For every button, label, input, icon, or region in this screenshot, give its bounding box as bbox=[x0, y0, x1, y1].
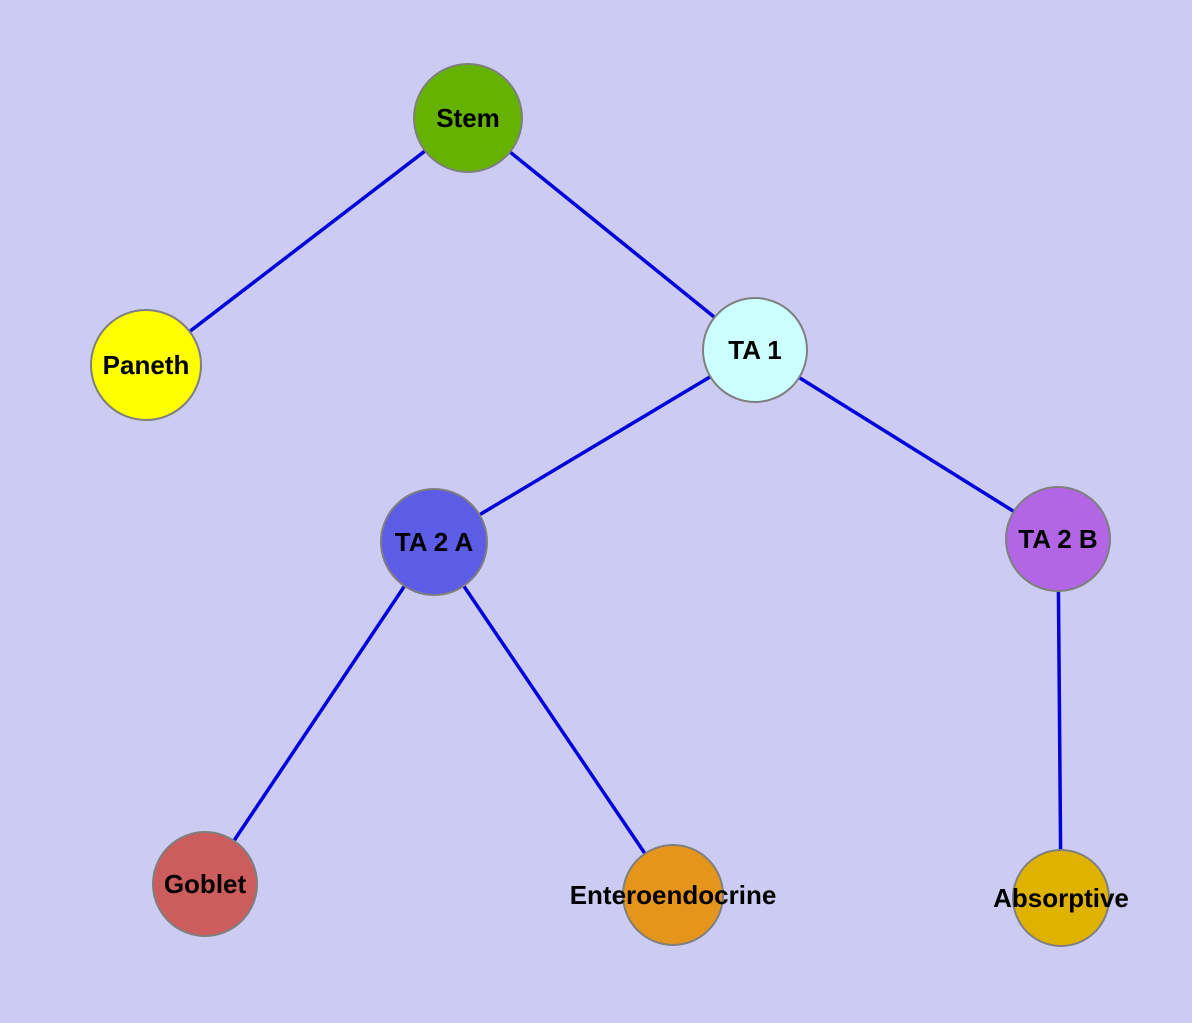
node-circle-goblet[interactable] bbox=[152, 831, 258, 937]
edge-ta1-ta2a bbox=[432, 348, 757, 544]
edge-ta2a-enteroendocrine bbox=[432, 540, 675, 897]
node-ta1[interactable]: TA 1 bbox=[702, 297, 808, 403]
node-circle-ta2b[interactable] bbox=[1005, 486, 1111, 592]
edge-stem-ta1 bbox=[466, 116, 757, 352]
edge-ta1-ta2b bbox=[753, 348, 1060, 541]
edge-ta2a-goblet bbox=[203, 540, 436, 886]
node-ta2a[interactable]: TA 2 A bbox=[380, 488, 488, 596]
edge-ta2b-absorptive bbox=[1056, 537, 1063, 900]
node-goblet[interactable]: Goblet bbox=[152, 831, 258, 937]
node-circle-ta1[interactable] bbox=[702, 297, 808, 403]
node-stem[interactable]: Stem bbox=[413, 63, 523, 173]
node-ta2b[interactable]: TA 2 B bbox=[1005, 486, 1111, 592]
node-circle-paneth[interactable] bbox=[90, 309, 202, 421]
edges-layer bbox=[144, 116, 1063, 900]
node-circle-enteroendocrine[interactable] bbox=[622, 844, 724, 946]
node-circle-absorptive[interactable] bbox=[1012, 849, 1110, 947]
node-paneth[interactable]: Paneth bbox=[90, 309, 202, 421]
edge-stem-paneth bbox=[144, 116, 470, 367]
node-circle-ta2a[interactable] bbox=[380, 488, 488, 596]
node-circle-stem[interactable] bbox=[413, 63, 523, 173]
